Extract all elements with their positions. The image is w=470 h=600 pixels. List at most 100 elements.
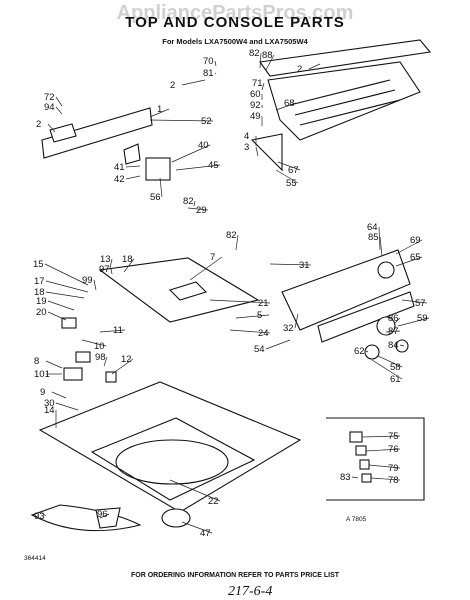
part-number-label: 2 [297,64,302,75]
part-number-label: 2 [36,119,41,130]
leader-line [395,256,423,267]
diagram-subtitle: For Models LXA7500W4 and LXA7505W4 [162,37,308,46]
inset-part-a [349,431,363,443]
part-number-label: 31 [299,260,310,271]
part-number-label: 61 [390,374,401,385]
leader-line [368,464,401,469]
leader-line [397,317,430,327]
part-number-label: 92 [250,100,261,111]
rear-panel [41,107,153,159]
leader-line [123,258,135,273]
part-number-label: 65 [410,252,421,263]
leader-line [93,279,97,291]
part-number-label: 15 [33,259,44,270]
leader-line [111,358,134,375]
part-number-label: 30 [44,398,55,409]
leader-line [269,263,312,266]
inset-frame [326,417,425,501]
leader-line [379,236,383,257]
part-number-label: 82 [226,230,237,241]
part-number-label: 79 [388,463,399,474]
leader-line [99,329,126,333]
leader-line [47,311,67,321]
leader-line [47,300,75,311]
inset-part-d [361,473,372,483]
part-number-label: 59 [417,313,428,324]
switch-clip [105,371,117,383]
part-number-label: 94 [44,102,55,113]
leader-line [109,258,113,269]
part-number-label: 85 [368,232,379,243]
part-number-label: 84 [388,340,399,351]
part-number-label: 101 [34,369,50,380]
part-number-label: 2 [170,80,175,91]
part-number-label: 3 [244,142,249,153]
leader-line [181,521,213,534]
part-number-label: 88 [262,50,273,61]
part-number-label: 29 [196,205,207,216]
terminal-block [61,317,77,329]
leader-line [125,175,141,180]
dispenser [95,507,121,529]
knob-small [395,339,409,353]
part-number-label: 18 [34,287,45,298]
leader-line [371,359,403,380]
leader-line [47,123,56,133]
dial-ring [377,261,395,279]
timer-knob-piece [123,143,141,165]
part-number-label: 32 [283,323,294,334]
leader-line [159,177,163,198]
leader-line [45,280,89,293]
tub-ring [115,439,229,485]
part-number-label: 13 [100,254,111,265]
part-number-label: 72 [44,92,55,103]
leader-line [308,63,321,70]
part-number-label: 42 [114,174,125,185]
part-number-label: 56 [150,192,161,203]
leader-line [378,226,381,251]
leader-line [110,268,113,275]
panel-insert [317,291,415,343]
part-number-label: 83 [340,472,351,483]
cover-grille [289,79,401,126]
watermark-text: AppliancePartsPros.com [116,2,354,24]
part-number-label: 82 [183,196,194,207]
part-number-label: 49 [250,111,261,122]
leader-line [51,391,67,399]
leader-line [235,314,270,319]
leader-line [44,263,89,286]
leader-line [45,360,63,369]
leader-line [393,317,401,325]
part-number-label: 19 [36,296,47,307]
part-number-label: 82 [249,48,260,59]
console-trim [259,39,432,77]
leader-line [55,96,63,107]
part-number-label: 10 [94,341,105,352]
part-drawings [30,39,432,532]
timer-block [145,157,171,181]
leader-line [103,356,108,367]
leader-line [294,313,299,329]
leader-line [214,60,217,67]
leader-line [169,479,221,502]
leader-line [277,161,301,171]
leader-line [99,513,110,519]
reference-code: A 7805 [346,516,367,523]
part-number-callouts: 1222345789101112131415171818192021222429… [33,48,430,539]
part-number-label: 55 [286,178,297,189]
lid-hinge [168,281,208,301]
leader-line [351,476,359,479]
part-number-label: 22 [208,496,219,507]
part-number-label: 54 [254,344,265,355]
part-number-label: 7 [210,252,215,263]
leader-line [175,164,221,171]
leader-line [149,108,170,118]
leader-line [275,169,299,184]
leader-line [45,291,85,299]
lid-switch [63,367,83,381]
part-number-label: 62 [354,346,365,357]
leader-line [385,330,401,333]
part-number-label: 52 [201,116,212,127]
switch-bracket [250,133,283,172]
